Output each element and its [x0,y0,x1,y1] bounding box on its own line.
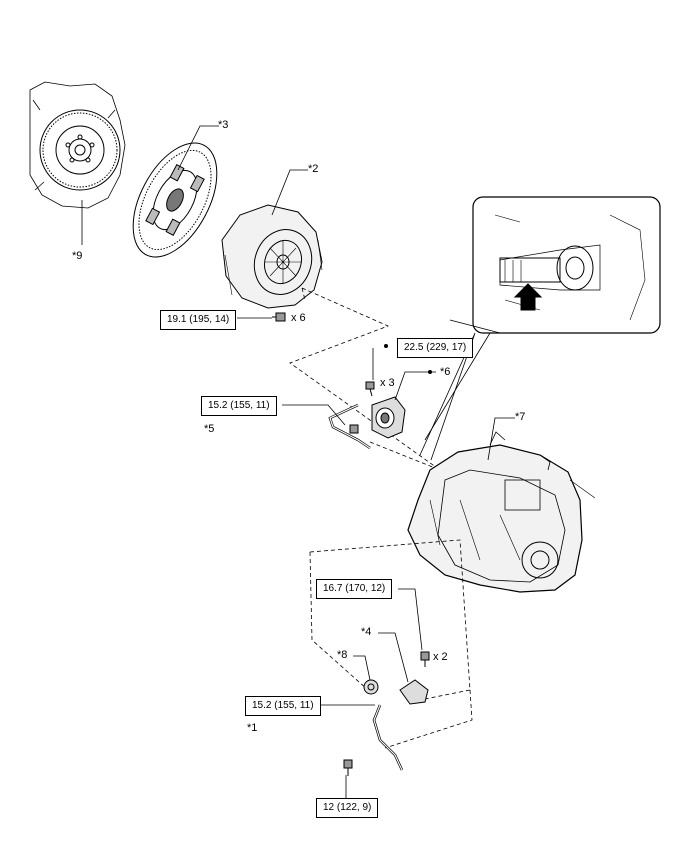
release-cylinder-illustration [365,381,406,439]
quantity-bracket-bolts: x 2 [433,651,448,663]
clutch-line-bracket-illustration [399,651,430,705]
torque-box-release-cylinder-bolts: 22.5 (229, 17) [397,338,474,358]
callout-9: *9 [72,250,83,262]
arrow-up-icon [513,283,543,311]
callout-8: *8 [337,649,348,661]
callout-6: *6 [440,366,451,378]
bullet-marker [384,344,388,348]
lower-dashed-lines [309,539,473,749]
leader-lines [81,125,515,800]
callout-2: *2 [308,163,319,175]
flywheel-illustration [29,81,126,209]
clutch-disc-illustration [132,142,218,258]
clutch-hose-illustration [343,704,404,776]
bullet-marker [428,370,432,374]
callout-5: *5 [204,423,215,435]
torque-box-line-upper: 15.2 (155, 11) [201,396,277,416]
quantity-release-cylinder-bolts: x 3 [380,377,395,389]
cover-bolt-illustration [272,312,286,322]
torque-box-hose: 15.2 (155, 11) [245,696,321,716]
clutch-line-illustration [328,403,371,450]
assembly-dashed-lines [289,287,441,471]
torque-box-cover-bolts: 19.1 (195, 14) [160,310,237,330]
callout-3: *3 [218,119,229,131]
callout-1: *1 [247,722,258,734]
transaxle-illustration [407,431,596,593]
inset-detail [419,196,661,461]
quantity-cover-bolts: x 6 [291,312,306,324]
callout-4: *4 [361,626,372,638]
torque-box-hose-bolt: 12 (122, 9) [316,798,379,818]
callout-7: *7 [515,411,526,423]
torque-box-bracket-bolts: 16.7 (170, 12) [316,579,393,599]
grommet-illustration [363,679,379,695]
clutch-cover-illustration [221,204,323,309]
